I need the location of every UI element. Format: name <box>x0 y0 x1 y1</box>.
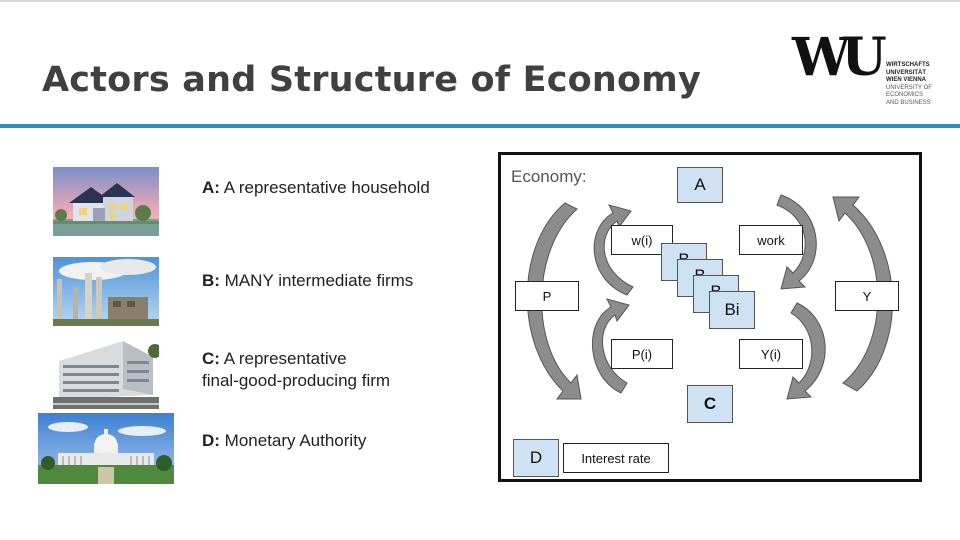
interest-rate-box: Interest rate <box>563 443 669 473</box>
actor-c-key: C: <box>202 349 220 368</box>
firm-bi-label: Bi <box>724 300 740 319</box>
logo-line-2: UNIVERSITÄT <box>886 69 927 76</box>
logo-mark: WU <box>792 27 887 88</box>
actor-c-box: C <box>687 385 733 423</box>
inner-lower-left-arrow <box>592 298 630 394</box>
actor-d-box: D <box>513 439 559 477</box>
economy-diagram: Economy: A w(i) work P Y B B B Bi P(i) Y… <box>498 152 922 482</box>
interest-rate-label: Interest rate <box>581 450 651 466</box>
wage-box: w(i) <box>611 225 673 255</box>
actor-a-key: A: <box>202 178 220 197</box>
firm-bi-box: Bi <box>709 291 755 329</box>
actor-d-description: D: Monetary Authority <box>202 430 366 452</box>
top-border <box>0 0 960 2</box>
house-image <box>53 167 159 236</box>
inner-upper-right-arrow <box>776 194 817 290</box>
output-box: Y <box>835 281 899 311</box>
output-i-label: Y(i) <box>760 346 782 362</box>
logo-line-6: AND BUSINESS <box>886 99 931 106</box>
work-label: work <box>757 232 785 248</box>
price-label: P <box>542 288 552 304</box>
actor-a-description: A: A representative household <box>202 177 430 199</box>
actor-a-box-label: A <box>694 175 706 194</box>
logo-line-5: ECONOMICS <box>886 92 924 98</box>
inner-upper-left-arrow <box>593 204 634 296</box>
logo-line-4: UNIVERSITY OF <box>886 84 932 91</box>
work-box: work <box>739 225 803 255</box>
wu-logo: WU WIRTSCHAFTS UNIVERSITÄT WIEN VIENNA U… <box>792 27 942 114</box>
actor-a-box: A <box>677 167 723 203</box>
actor-b-description: B: MANY intermediate firms <box>202 270 413 292</box>
factory-image <box>53 257 159 326</box>
price-i-box: P(i) <box>611 339 673 369</box>
actor-a-text: A representative household <box>219 178 430 197</box>
actor-d-text: Monetary Authority <box>219 431 367 450</box>
inner-lower-right-arrow <box>786 302 826 400</box>
actor-b-text: MANY intermediate firms <box>219 271 414 290</box>
actor-c-box-label: C <box>703 394 717 413</box>
logo-text: WIRTSCHAFTS UNIVERSITÄT WIEN VIENNA UNIV… <box>886 62 932 107</box>
output-i-box: Y(i) <box>739 339 803 369</box>
price-i-label: P(i) <box>631 346 653 362</box>
flow-arrows <box>526 194 893 400</box>
price-box: P <box>515 281 579 311</box>
logo-line-3: WIEN VIENNA <box>886 77 927 83</box>
actor-b-key: B: <box>202 271 220 290</box>
capitol-image <box>38 413 174 484</box>
office-building-image <box>53 333 159 409</box>
slide-title: Actors and Structure of Economy <box>42 60 701 100</box>
outer-left-arrow <box>526 202 582 400</box>
economy-label: Economy: <box>511 167 587 186</box>
logo-line-1: WIRTSCHAFTS <box>886 62 930 68</box>
output-label: Y <box>862 288 872 304</box>
actor-c-text-line2: final-good-producing firm <box>202 371 391 390</box>
actor-d-box-label: D <box>529 448 543 467</box>
title-rule <box>0 124 960 128</box>
actor-c-description: C: A representative final-good-producing… <box>202 348 390 392</box>
wage-label: w(i) <box>631 232 653 248</box>
actor-c-text: A representative <box>219 349 347 368</box>
actor-d-key: D: <box>202 431 220 450</box>
outer-right-arrow <box>832 196 893 392</box>
